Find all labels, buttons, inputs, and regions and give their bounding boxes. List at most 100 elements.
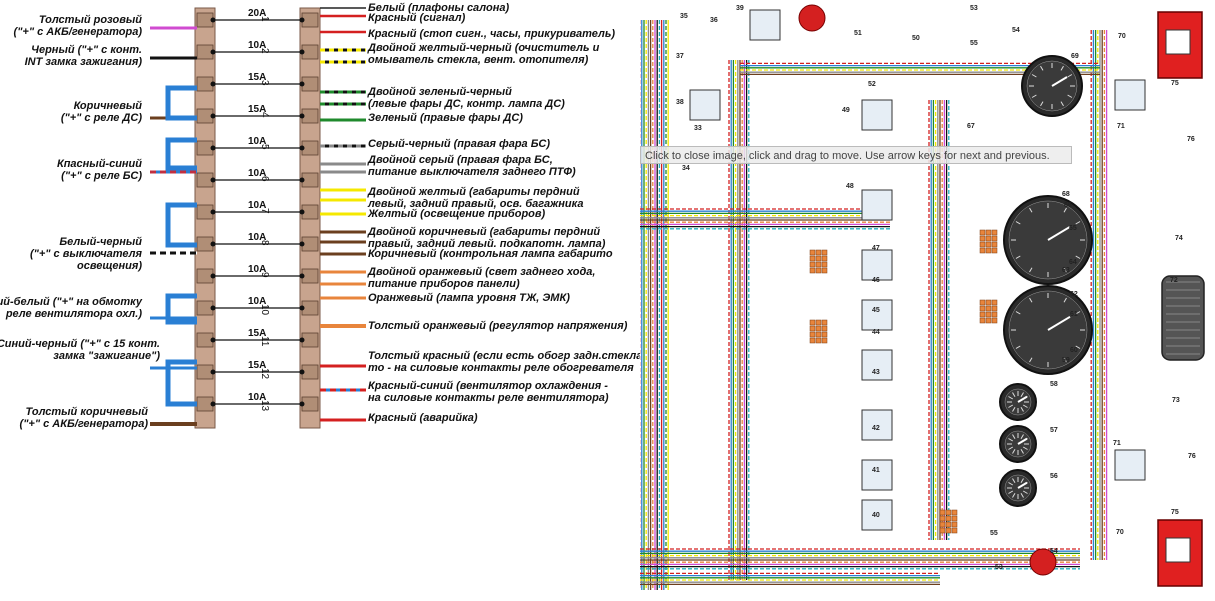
connector-pin [985, 235, 992, 242]
small-gauge-tick [1020, 392, 1024, 398]
connector-pin [991, 229, 998, 236]
connector-pin [815, 325, 822, 332]
fuse-amp: 10А [248, 136, 266, 147]
small-gauge-tick [1008, 446, 1014, 450]
connector-pin [821, 325, 828, 332]
component-number: 48 [846, 183, 854, 190]
connector-pin [985, 241, 992, 248]
fuse-input-label: Толстый коричневый ("+" с АКБ/генератора… [19, 406, 148, 430]
component-number: 53 [995, 564, 1003, 571]
fuse-amp: 15А [248, 104, 266, 115]
fuse-number: 7 [259, 208, 270, 214]
connector-pin [809, 337, 816, 344]
relay-box [689, 89, 721, 121]
component-number: 67 [967, 123, 975, 130]
component-number: 64 [1069, 259, 1077, 266]
fuse-node [299, 17, 305, 23]
component-number: 49 [842, 107, 850, 114]
fuse-output-label: Желтый (освещение приборов) [368, 208, 546, 220]
connector-pin [939, 527, 946, 534]
fuse-node [210, 81, 216, 87]
component-number: 58 [1050, 381, 1058, 388]
fuse-output-label: Красный (аварийка) [368, 412, 478, 424]
fuse-output-label: Двойной коричневый (габариты пердний пра… [368, 226, 606, 250]
connector-pin [979, 305, 986, 312]
connector-pin [985, 229, 992, 236]
fuse-amp: 20А [248, 8, 266, 19]
fuse-number: 9 [259, 272, 270, 278]
fuse-node [299, 177, 305, 183]
connector-pin [985, 299, 992, 306]
connector-pin [821, 267, 828, 274]
connector-pin [821, 249, 828, 256]
component-number: 55 [990, 530, 998, 537]
fuse-node [299, 369, 305, 375]
fuse-input-label: Толстый розовый ("+" с АКБ/генератора) [13, 14, 142, 38]
small-gauge-tick [1020, 448, 1024, 454]
connector-pin [815, 267, 822, 274]
rear-window-heater [1161, 275, 1205, 361]
fuse-number: 13 [259, 400, 270, 412]
component-number: 59 [1062, 357, 1070, 364]
fuse-box-drawing: 120А210А315А415А510А610А710А810А910А1010… [150, 7, 366, 429]
connector-pin [809, 261, 816, 268]
connector-pin [979, 241, 986, 248]
small-gauge-tick [1020, 434, 1024, 440]
fuse-output-label: Толстый красный (если есть обогр задн.ст… [368, 350, 646, 374]
component-number: 63 [1062, 267, 1070, 274]
fuse-node [210, 369, 216, 375]
fuse-amp: 15А [248, 360, 266, 371]
fuse-output-label: Зеленый (правые фары ДС) [368, 112, 523, 124]
connector-pin [991, 247, 998, 254]
fuse-input-label: Синий-белый ("+" на обмотку реле вентиля… [0, 296, 142, 320]
small-gauge-tick [1020, 492, 1024, 498]
component-number: 37 [676, 53, 684, 60]
component-number: 47 [872, 245, 880, 252]
connector-pin [809, 325, 816, 332]
component-number: 70 [1116, 529, 1124, 536]
connector-pin [945, 521, 952, 528]
small-gauge-tick [1012, 406, 1016, 412]
component-number: 60 [1070, 347, 1078, 354]
clock-gauge-tick [1040, 65, 1044, 71]
speedometer-gauge-tick [1063, 207, 1067, 213]
connector-pin [939, 521, 946, 528]
speedometer-gauge-tick [1075, 255, 1081, 259]
tachometer-gauge-tick [1075, 345, 1081, 349]
fuse-amp: 10А [248, 200, 266, 211]
fuse-node [210, 273, 216, 279]
fuse-number: 1 [259, 16, 270, 22]
fuse-amp: 10А [248, 264, 266, 275]
jumper-loop [165, 85, 197, 121]
component-number: 62 [1070, 291, 1078, 298]
fuse-node [299, 49, 305, 55]
relay-box [861, 499, 893, 531]
fuse-node [299, 337, 305, 343]
tail-light-lamp [1165, 29, 1191, 55]
component-number: 41 [872, 467, 880, 474]
component-number: 33 [694, 125, 702, 132]
component-number: 43 [872, 369, 880, 376]
component-number: 71 [1117, 123, 1125, 130]
small-gauge-tick [1008, 490, 1014, 494]
component-number: 39 [736, 5, 744, 12]
jumper-loop [165, 137, 197, 171]
connector-pin [809, 249, 816, 256]
fuse-node [299, 209, 305, 215]
fuse-number: 5 [259, 144, 270, 150]
clock-gauge-tick [1060, 101, 1064, 107]
small-gauge-tick [1012, 492, 1016, 498]
fuse-output-label: Двойной желтый (габариты пердний левый, … [368, 186, 584, 210]
fuse-output-label: Двойной серый (правая фара БС, питание в… [368, 154, 576, 178]
fuse-output-label: Серый-черный (правая фара БС) [368, 138, 550, 150]
small-gauge-tick [1008, 396, 1014, 400]
component-number: 75 [1171, 80, 1179, 87]
fuse-input-label: Черный ("+" с конт. INT замка зажигания) [24, 44, 142, 68]
fuse-amp: 10А [248, 296, 266, 307]
small-gauge-needle [1017, 481, 1028, 489]
fuse-number: 11 [259, 336, 270, 347]
fuse-output-label: Двойной желтый-черный (очиститель и омыв… [368, 42, 600, 66]
